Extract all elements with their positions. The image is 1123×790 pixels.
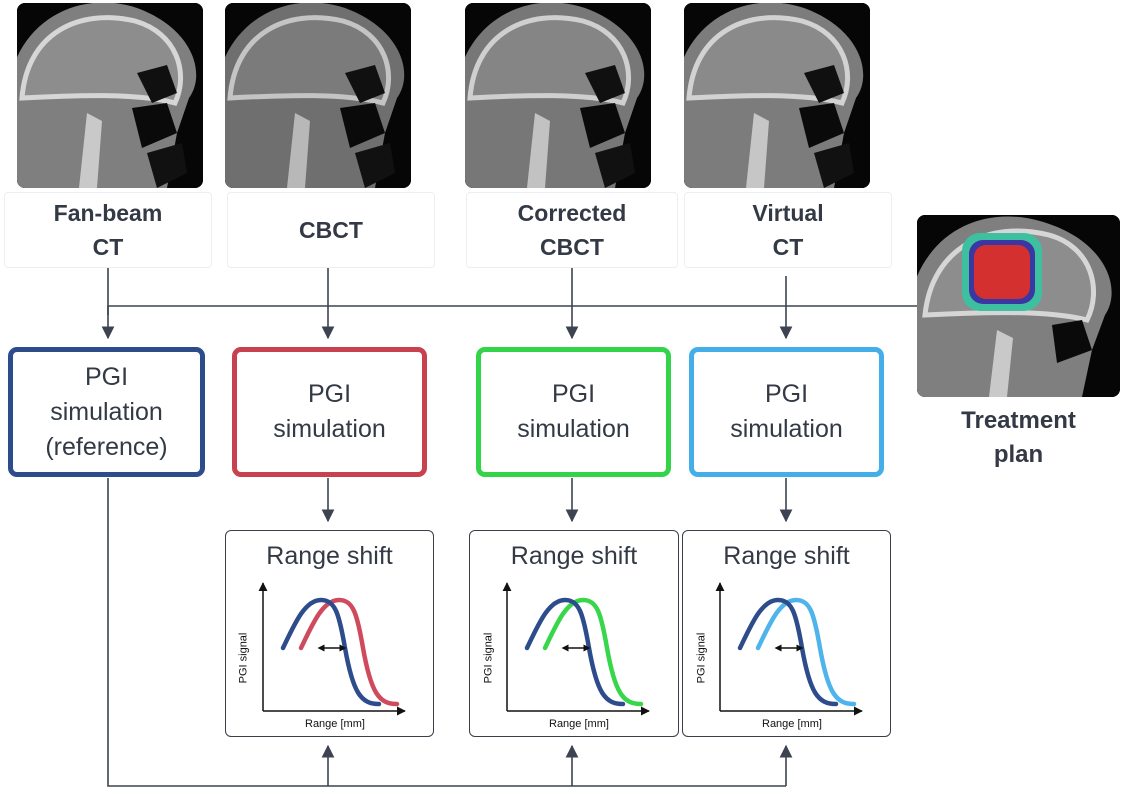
- pgi-simulation-virtual-ct-box: PGI simulation: [689, 347, 884, 477]
- treatment-plan-label: Treatment plan: [961, 407, 1076, 468]
- reference-return-line: [107, 478, 786, 787]
- plot-xlabel-virtual-ct: Range [mm]: [762, 718, 822, 730]
- corrected-cbct-image: [465, 3, 651, 188]
- range-shift-title-virtual-ct: Range shift: [723, 542, 850, 570]
- plot-xlabel-corrected-cbct: Range [mm]: [549, 718, 609, 730]
- plot-ylabel-cbct: PGI signal: [237, 632, 250, 684]
- virtual-ct-image: [684, 3, 870, 188]
- range-shift-panel-corrected-cbct: [469, 530, 679, 737]
- input-label-corrected-cbct: Corrected CBCT: [466, 192, 678, 268]
- ct-scan-image: [684, 3, 870, 188]
- pgi-simulation-reference-box: PGI simulation (reference): [8, 347, 205, 477]
- cbct-image: [225, 3, 411, 188]
- plot-xlabel-cbct: Range [mm]: [305, 718, 365, 730]
- plot-ylabel-corrected-cbct: PGI signal: [482, 632, 495, 684]
- fan-beam-ct-image: [17, 3, 203, 188]
- plot-reference-curve-cbct: [280, 597, 382, 707]
- pgi-simulation-cbct-box: PGI simulation: [232, 347, 427, 477]
- pgi-simulation-corrected-cbct-box: PGI simulation: [476, 347, 671, 477]
- input-label-fan-beam-ct: Fan-beam CT: [4, 192, 212, 268]
- input-label-virtual-ct: Virtual CT: [684, 192, 892, 268]
- plot-shifted-curve-virtual-ct: [755, 597, 857, 707]
- plot-reference-curve-virtual-ct: [737, 597, 839, 707]
- plot-shifted-curve-cbct: [298, 597, 400, 707]
- range-shift-panel-virtual-ct: [682, 530, 891, 737]
- ct-scan-image: [17, 3, 203, 188]
- plot-shifted-curve-corrected-cbct: [542, 597, 644, 707]
- ct-scan-image: [225, 3, 411, 188]
- ct-scan-with-dose-image: [917, 215, 1120, 397]
- input-label-cbct: CBCT: [227, 192, 435, 268]
- plot-reference-curve-corrected-cbct: [524, 597, 626, 707]
- ct-scan-image: [465, 3, 651, 188]
- range-shift-panel-cbct: [225, 530, 434, 737]
- range-shift-title-cbct: Range shift: [266, 542, 393, 570]
- treatment-plan-image: [917, 215, 1120, 397]
- plot-ylabel-virtual-ct: PGI signal: [695, 632, 708, 684]
- range-shift-title-corrected-cbct: Range shift: [510, 542, 638, 570]
